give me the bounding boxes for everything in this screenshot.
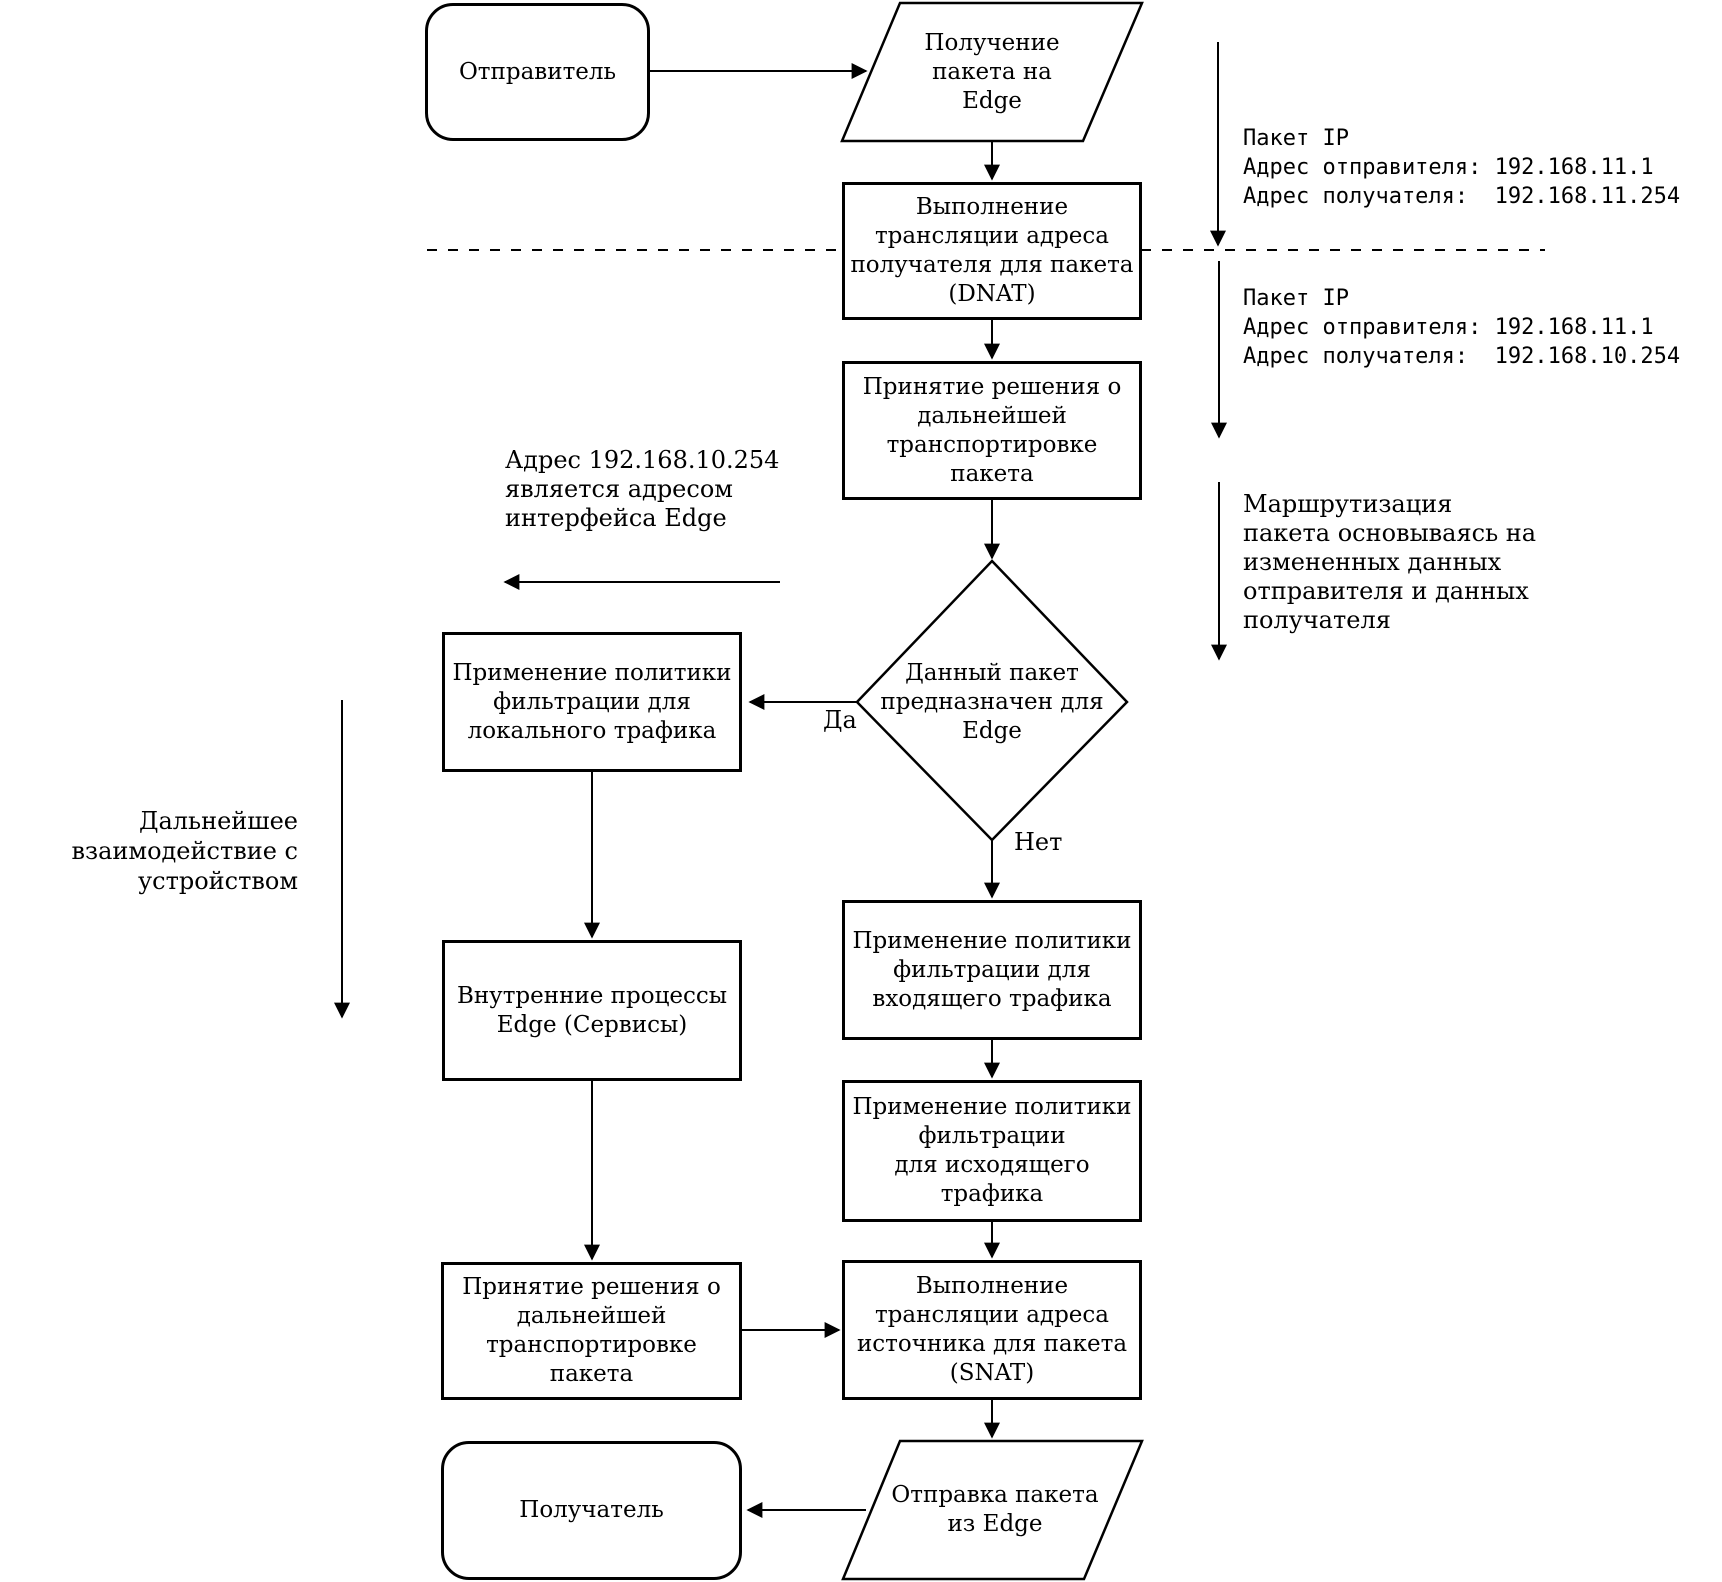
decision-branch-yes-label: Да [823,706,857,734]
node-sender: Отправитель [425,3,650,141]
note-packet-ip-before-dnat: Пакет IP Адрес отправителя: 192.168.11.1… [1243,126,1681,209]
node-decision-diamond-label: Данный пакет предназначен для Edge [880,659,1104,744]
node-ingress-traffic-filter: Применение политики фильтрации для входя… [842,900,1142,1040]
note-packet-ip-after-dnat: Пакет IP Адрес отправителя: 192.168.11.1… [1243,286,1681,369]
node-dnat: Выполнение трансляции адреса получателя … [842,182,1142,320]
node-local-traffic-filter: Применение политики фильтрации для локал… [442,632,742,772]
node-egress-traffic-filter: Применение политики фильтрации для исход… [842,1080,1142,1222]
node-snat: Выполнение трансляции адреса источника д… [842,1260,1142,1400]
note-edge-interface-address: Адрес 192.168.10.254 является адресом ин… [505,446,780,532]
decision-branch-no-label: Нет [1014,828,1063,856]
node-routing-decision-2: Принятие решения о дальнейшей транспорти… [441,1262,742,1400]
note-further-device-interaction: Дальнейшее взаимодействие с устройством [71,807,299,895]
decision-diamond-shape [855,559,1129,842]
note-routing-based-on-changed-data: Маршрутизация пакета основываясь на изме… [1243,490,1537,634]
node-receiver: Получатель [441,1441,742,1580]
receive-parallelogram-shape [840,1,1144,143]
node-receive-packet-label: Получение пакета на Edge [924,29,1060,114]
send-parallelogram-shape [841,1439,1144,1581]
node-send-packet-label: Отправка пакета из Edge [891,1482,1099,1537]
node-routing-decision-1: Принятие решения о дальнейшей транспорти… [842,361,1142,500]
node-internal-edge-processes: Внутренние процессы Edge (Сервисы) [442,940,742,1081]
